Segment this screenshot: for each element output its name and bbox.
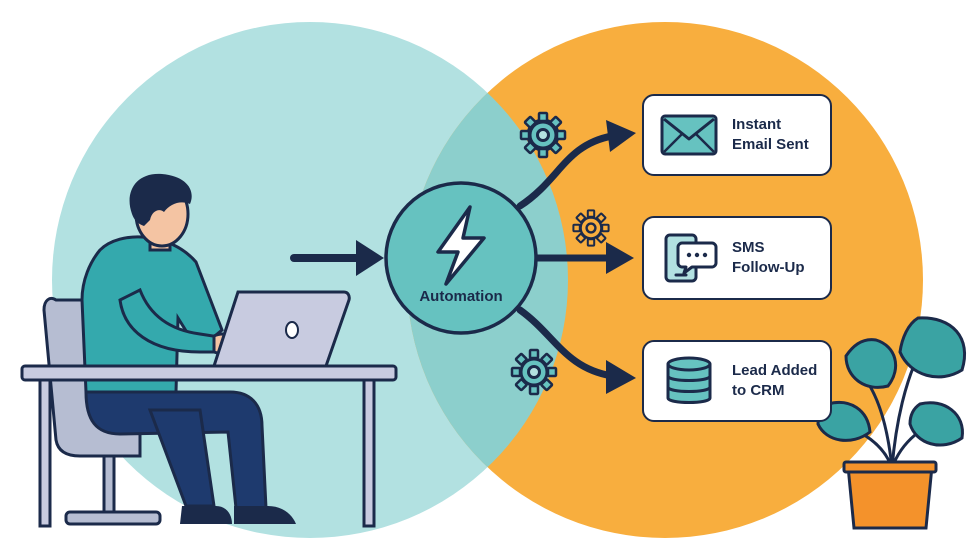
lightning-icon	[436, 205, 486, 286]
automation-hub	[384, 181, 538, 335]
person-at-desk	[20, 173, 398, 528]
gear-icon	[519, 111, 567, 159]
input-arrow	[290, 240, 384, 276]
desk	[20, 364, 398, 382]
output-arrow-crm	[516, 306, 636, 394]
output-label-email: Instant Email Sent	[732, 116, 809, 153]
gear-icon	[572, 209, 610, 247]
automation-label: Automation	[419, 288, 503, 305]
output-arrow-email	[516, 120, 636, 210]
envelope-icon	[660, 114, 718, 156]
output-card-crm: Lead Added to CRM	[642, 340, 832, 422]
output-card-sms: SMS Follow-Up	[642, 216, 832, 300]
output-label-sms: SMS Follow-Up	[732, 239, 805, 276]
output-label-crm: Lead Added to CRM	[732, 362, 818, 399]
database-icon	[666, 356, 712, 404]
output-card-email: Instant Email Sent	[642, 94, 832, 176]
plant-pot	[846, 464, 934, 530]
gear-icon	[510, 348, 558, 396]
potted-plant	[816, 316, 967, 530]
phone-chat-icon	[664, 233, 718, 283]
laptop	[211, 290, 351, 368]
output-arrow-sms	[532, 242, 634, 274]
